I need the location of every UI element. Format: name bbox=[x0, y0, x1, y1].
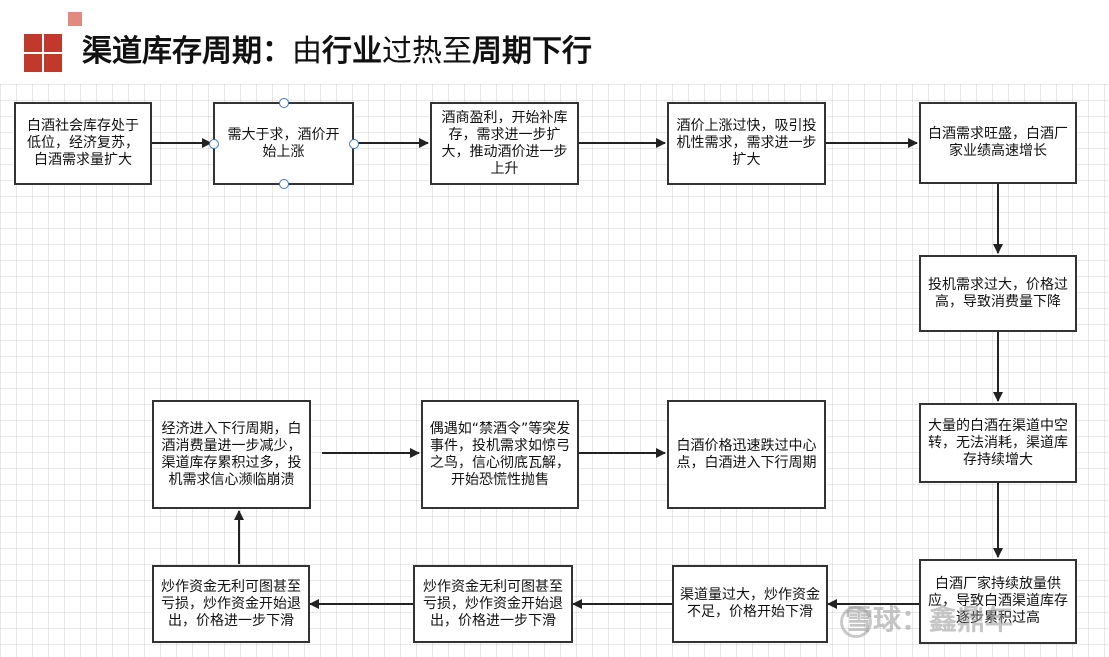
logo-icon bbox=[24, 12, 82, 72]
slide-header: 渠道库存周期：由行业过热至周期下行 bbox=[0, 0, 1109, 84]
flow-node-14: 白酒价格迅速跌过中心点，白酒进入下行周期 bbox=[667, 400, 826, 509]
flow-node-1: 白酒社会库存处于低位，经济复苏，白酒需求量扩大 bbox=[14, 102, 152, 185]
flow-node-3: 酒商盈利，开始补库存，需求进一步扩大，推动酒价进一步上升 bbox=[430, 102, 579, 185]
flow-node-6: 投机需求过大，价格过高，导致消费量下降 bbox=[919, 255, 1077, 332]
flow-node-5: 白酒需求旺盛，白酒厂家业绩高速增长 bbox=[919, 102, 1077, 184]
flow-node-2[interactable]: 需大于求，酒价开始上涨 bbox=[213, 102, 354, 185]
flow-node-11: 炒作资金无利可图甚至亏损，炒作资金开始退出，价格进一步下滑 bbox=[152, 565, 310, 643]
node-right-handle[interactable] bbox=[349, 139, 359, 149]
node-top-handle[interactable] bbox=[279, 98, 289, 108]
flow-node-9: 渠道量过大，炒作资金不足，价格开始下滑 bbox=[672, 565, 828, 643]
flow-node-13: 偶遇如“禁酒令”等突发事件，投机需求如惊弓之鸟，信心彻底瓦解，开始恐慌性抛售 bbox=[421, 400, 579, 509]
flow-node-7: 大量的白酒在渠道中空转，无法消耗，渠道库存持续增大 bbox=[919, 403, 1077, 483]
flow-node-10: 炒作资金无利可图甚至亏损，炒作资金开始退出，价格进一步下滑 bbox=[413, 565, 573, 643]
node-left-handle[interactable] bbox=[209, 139, 219, 149]
page-title: 渠道库存周期：由行业过热至周期下行 bbox=[82, 34, 592, 69]
node-bottom-handle[interactable] bbox=[279, 179, 289, 189]
flow-node-12: 经济进入下行周期，白酒消费量进一步减少，渠道库存累积过多，投机需求信心濒临崩溃 bbox=[152, 400, 311, 509]
flow-node-4: 酒价上涨过快，吸引投机性需求，需求进一步扩大 bbox=[667, 102, 826, 185]
flow-node-8: 白酒厂家持续放量供应，导致白酒渠道库存逐步累积过高 bbox=[919, 559, 1077, 644]
watermark-text: 雪球：鑫鼎年 bbox=[845, 603, 1014, 636]
watermark-icon bbox=[840, 606, 872, 638]
